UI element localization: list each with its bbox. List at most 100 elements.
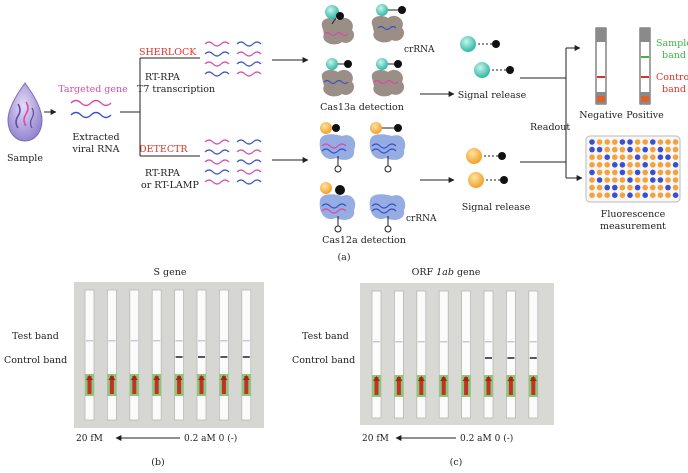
well: [596, 146, 603, 153]
sample-pad-arrow: [419, 377, 424, 395]
test-band: [462, 341, 470, 343]
panel-c-left-conc: 20 fM: [362, 434, 389, 444]
test-strip: [129, 289, 140, 421]
well: [672, 177, 679, 183]
test-strip: [174, 289, 185, 421]
well: [650, 146, 656, 153]
well: [589, 192, 595, 198]
cas12a-label: Cas12a detection: [322, 235, 406, 246]
sherlock-amplicons-icon: [204, 41, 262, 77]
teal-reporter-icon: [460, 36, 514, 78]
panel-c-title: ORF 1ab gene: [412, 267, 481, 278]
sample-pad-arrow: [441, 377, 446, 395]
panel-c-photo: [360, 283, 554, 425]
well: [619, 146, 626, 153]
well-plate-icon: [585, 135, 681, 203]
well: [634, 192, 641, 198]
sample-pad-arrow-head: [417, 376, 425, 381]
sample-pad-arrow-head: [507, 376, 515, 381]
control-band: [507, 357, 515, 359]
panel-b-photo: [74, 282, 264, 428]
signal-release-bottom: Signal release: [462, 202, 531, 213]
well: [634, 162, 641, 168]
well: [604, 162, 610, 168]
test-strip: [483, 290, 494, 419]
test-band: [529, 341, 537, 343]
sample-pad-arrow-head: [395, 376, 403, 381]
panel-c-title-italic: 1ab: [436, 267, 454, 278]
sample-pad-arrow: [221, 376, 226, 394]
sample-pad-arrow-head: [153, 375, 161, 380]
sample-band-label-1: Sample: [656, 38, 688, 49]
test-strip: [196, 289, 207, 421]
sample-pad-arrow: [508, 377, 513, 395]
well: [589, 184, 595, 191]
sample-pad-arrow-head: [529, 376, 537, 381]
control-band: [242, 356, 250, 358]
branch-connector: [120, 57, 200, 157]
fluorescence-label-1: Fluorescence: [601, 209, 666, 220]
panel-b-test-band-label: Test band: [12, 331, 59, 342]
well: [627, 169, 633, 176]
detectr-amplicons-icon: [204, 139, 262, 185]
strip-body: [438, 290, 449, 419]
readout-label: Readout: [530, 122, 570, 133]
panel-b-left-conc: 20 fM: [76, 434, 103, 444]
well: [665, 146, 671, 153]
well: [634, 146, 641, 153]
well: [604, 184, 610, 191]
negative-strip-icon: [595, 27, 607, 105]
well: [665, 162, 671, 168]
well: [589, 177, 595, 183]
strip-body: [151, 289, 162, 421]
sample-pad-arrow-head: [198, 375, 205, 380]
sample-pad-arrow: [396, 377, 401, 395]
well: [596, 154, 603, 160]
test-band: [153, 340, 161, 342]
test-band: [175, 340, 183, 342]
test-band: [198, 340, 205, 342]
well: [596, 162, 603, 168]
well: [672, 154, 679, 160]
test-strip: [241, 289, 252, 421]
test-strip: [528, 290, 539, 419]
well: [627, 162, 633, 168]
well: [657, 162, 664, 168]
well: [589, 139, 595, 145]
sample-pad-arrow: [244, 376, 249, 394]
sample-pad-arrow-head: [485, 376, 492, 381]
well: [650, 139, 656, 145]
well: [612, 184, 618, 191]
well: [619, 177, 626, 183]
well: [604, 146, 610, 153]
well: [612, 169, 618, 176]
orange-reporter-icon: [466, 148, 508, 188]
well: [604, 177, 610, 183]
test-band: [440, 341, 448, 343]
well: [642, 154, 648, 160]
control-band: [220, 356, 228, 358]
well: [612, 177, 618, 183]
panel-c-test-band-label: Test band: [302, 331, 349, 342]
well: [604, 192, 610, 198]
sample-pad-arrow: [109, 376, 114, 394]
sample-band-label-2: band: [662, 50, 686, 61]
well: [604, 169, 610, 176]
well: [650, 162, 656, 168]
sample-label: Sample: [7, 153, 43, 164]
sample-pad-arrow-head: [175, 375, 183, 380]
well: [619, 154, 626, 160]
sherlock-step-1: RT-RPA: [145, 72, 180, 83]
well: [634, 177, 641, 183]
well: [665, 192, 671, 198]
signal-release-top: Signal release: [458, 90, 527, 101]
well: [634, 169, 641, 176]
sample-pad-arrow-head: [440, 376, 448, 381]
panel-c-control-band-label: Control band: [292, 355, 355, 366]
well: [672, 192, 679, 198]
sample-pad-arrow: [177, 376, 182, 394]
well: [650, 169, 656, 176]
well: [657, 154, 664, 160]
well: [665, 154, 671, 160]
